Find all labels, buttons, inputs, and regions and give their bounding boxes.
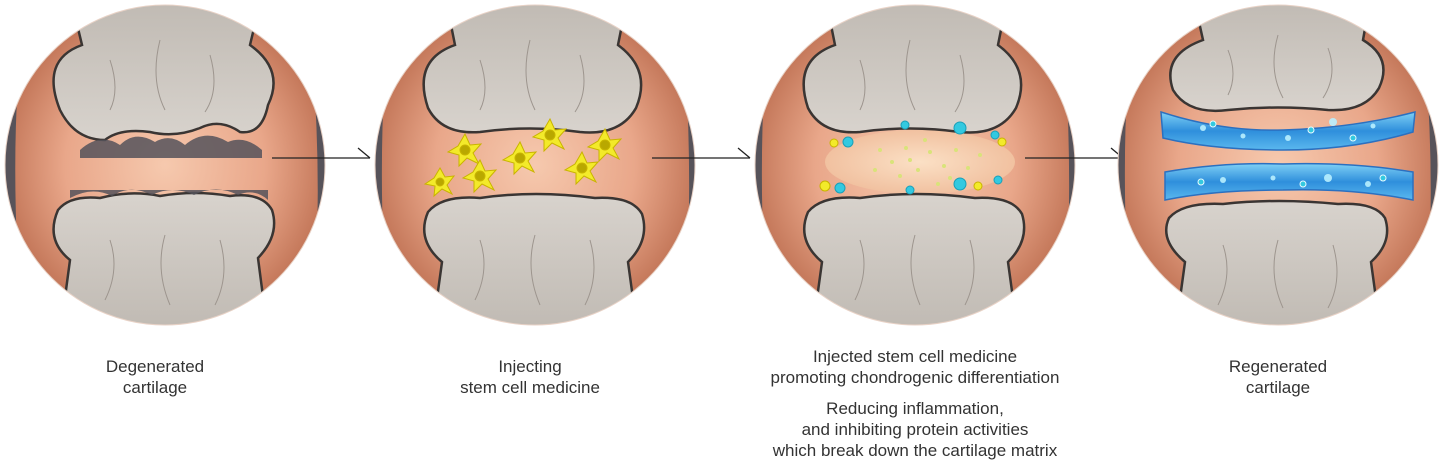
caption-injecting: Injecting stem cell medicine: [420, 356, 640, 398]
caption-line: stem cell medicine: [460, 378, 600, 397]
panel-differentiation: [750, 0, 1080, 330]
panel-degenerated: [0, 0, 330, 330]
caption-line: Injected stem cell medicine: [812, 347, 1018, 366]
panel-regenerated: [1113, 0, 1443, 330]
panel-injecting: [370, 0, 700, 330]
caption-line: cartilage: [1245, 378, 1311, 397]
caption-line: Reducing inflammation,: [826, 399, 1004, 418]
caption-differentiation: Injected stem cell medicine promoting ch…: [720, 346, 1110, 461]
arrow-1: [272, 147, 371, 159]
caption-line: promoting chondrogenic differentiation: [770, 368, 1060, 387]
caption-line: which break down the cartilage matrix: [772, 441, 1058, 460]
arrow-2: [652, 147, 751, 159]
caption-line: Regenerated: [1228, 357, 1328, 376]
caption-line: cartilage: [122, 378, 188, 397]
arrow-3: [1025, 147, 1124, 159]
caption-line: Degenerated: [105, 357, 205, 376]
caption-regenerated: Regenerated cartilage: [1178, 356, 1378, 398]
caption-line: and inhibiting protein activities: [801, 420, 1029, 439]
caption-line: Injecting: [498, 357, 562, 376]
caption-degenerated: Degenerated cartilage: [55, 356, 255, 398]
